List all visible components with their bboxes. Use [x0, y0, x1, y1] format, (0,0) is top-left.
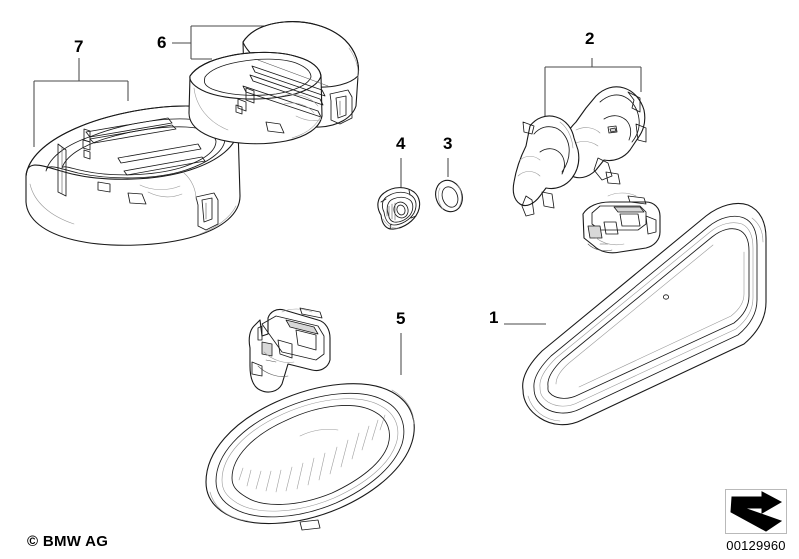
part-1-rear-view-mirror	[522, 192, 767, 426]
part-7-lower-housing-shell	[25, 105, 241, 246]
leader-line-7	[33, 58, 129, 147]
copyright-notice: © BMW AG	[27, 533, 109, 550]
callout-1: 1	[489, 308, 499, 327]
part-5-oval-mirror	[205, 307, 415, 531]
direction-arrow-icon	[730, 491, 783, 532]
part-3-sealing-ring	[435, 179, 463, 213]
callout-7: 7	[74, 37, 84, 56]
callout-6: 6	[157, 33, 167, 52]
part-6-upper-housing-shell	[188, 21, 360, 145]
callout-2: 2	[585, 29, 595, 48]
callout-4: 4	[396, 134, 406, 153]
direction-arrow-box	[725, 489, 787, 534]
part-4-mounting-disc	[377, 187, 421, 230]
callout-5: 5	[396, 309, 406, 328]
callout-3: 3	[443, 134, 453, 153]
diagram-id: 00129960	[726, 538, 786, 553]
part-2-base-trim-cover	[512, 86, 647, 217]
